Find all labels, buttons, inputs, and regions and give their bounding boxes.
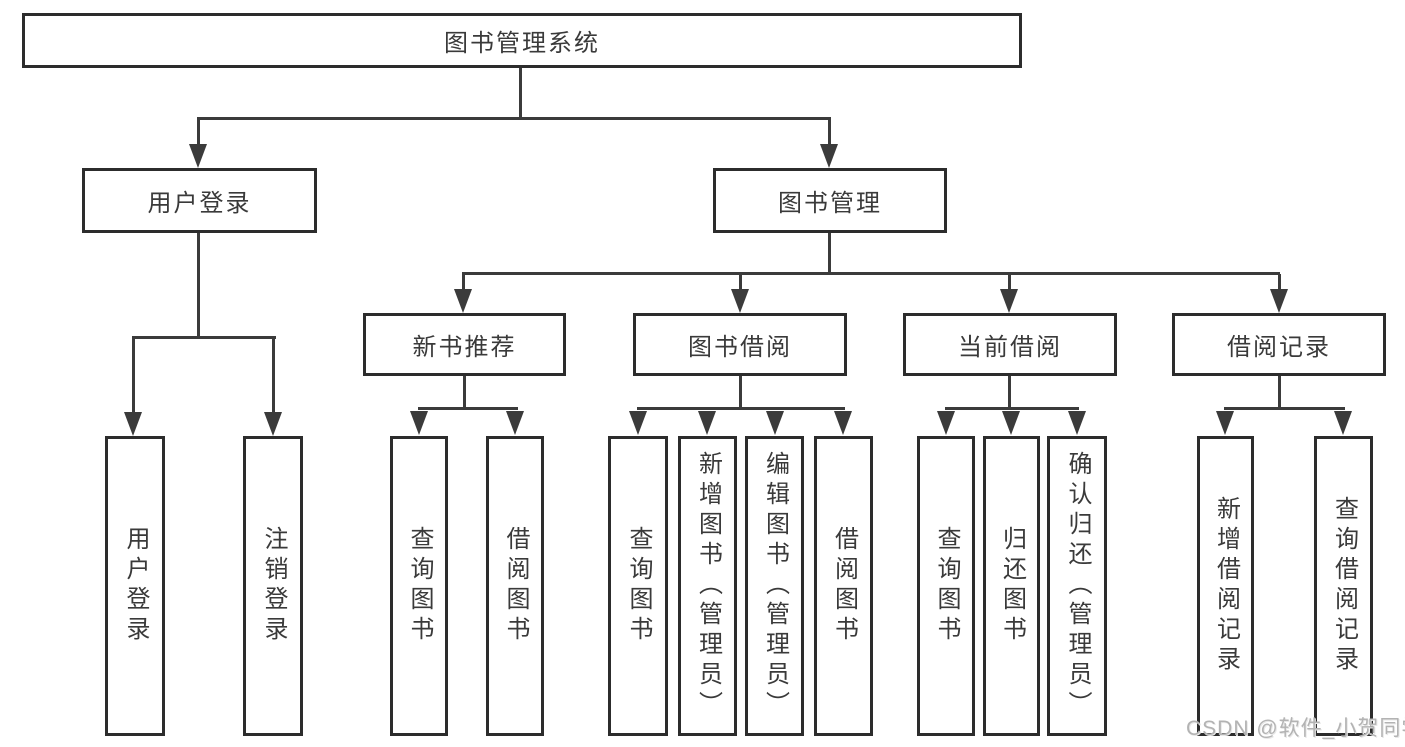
arrowhead-down bbox=[1068, 411, 1086, 435]
leaf-query-borrow-record: 查询借阅记录 bbox=[1314, 436, 1373, 736]
line-v bbox=[462, 274, 465, 290]
arrowhead-down bbox=[189, 144, 207, 168]
line-v bbox=[739, 274, 742, 290]
line-v bbox=[463, 376, 466, 409]
arrowhead-down bbox=[124, 412, 142, 436]
line-h bbox=[418, 407, 518, 410]
arrowhead-down bbox=[937, 411, 955, 435]
line-v bbox=[739, 376, 742, 409]
line-h bbox=[945, 407, 1079, 410]
line-v bbox=[519, 68, 522, 120]
leaf-query-books-borrow: 查询图书 bbox=[608, 436, 668, 736]
line-h bbox=[1224, 407, 1345, 410]
line-v bbox=[828, 233, 831, 274]
line-h bbox=[637, 407, 845, 410]
arrowhead-down bbox=[264, 412, 282, 436]
leaf-return-books: 归还图书 bbox=[983, 436, 1040, 736]
arrowhead-down bbox=[506, 411, 524, 435]
arrowhead-down bbox=[454, 289, 472, 313]
leaf-user-login: 用户登录 bbox=[105, 436, 165, 736]
line-h bbox=[197, 117, 831, 120]
arrowhead-down bbox=[629, 411, 647, 435]
line-h bbox=[462, 272, 1280, 275]
leaf-query-books-recommend: 查询图书 bbox=[390, 436, 448, 736]
node-current-borrow: 当前借阅 bbox=[903, 313, 1117, 376]
arrowhead-down bbox=[820, 144, 838, 168]
leaf-add-books-admin: 新增图书（管理员） bbox=[678, 436, 737, 736]
line-v bbox=[197, 233, 200, 338]
arrowhead-down bbox=[698, 411, 716, 435]
node-book-borrow: 图书借阅 bbox=[633, 313, 847, 376]
arrowhead-down bbox=[834, 411, 852, 435]
node-user-login: 用户登录 bbox=[82, 168, 317, 233]
arrowhead-down bbox=[1334, 411, 1352, 435]
leaf-query-books-current: 查询图书 bbox=[917, 436, 975, 736]
arrowhead-down bbox=[1270, 289, 1288, 313]
node-book-management: 图书管理 bbox=[713, 168, 947, 233]
leaf-logout: 注销登录 bbox=[243, 436, 303, 736]
arrowhead-down bbox=[410, 411, 428, 435]
leaf-add-borrow-record: 新增借阅记录 bbox=[1197, 436, 1254, 736]
leaf-borrow-books: 借阅图书 bbox=[814, 436, 873, 736]
line-v bbox=[1008, 376, 1011, 409]
line-v bbox=[1008, 274, 1011, 290]
arrowhead-down bbox=[1216, 411, 1234, 435]
line-v bbox=[1278, 274, 1281, 290]
line-h bbox=[132, 336, 276, 339]
line-v bbox=[828, 119, 831, 146]
arrowhead-down bbox=[1002, 411, 1020, 435]
arrowhead-down bbox=[1000, 289, 1018, 313]
leaf-edit-books-admin: 编辑图书（管理员） bbox=[745, 436, 804, 736]
arrowhead-down bbox=[731, 289, 749, 313]
line-v bbox=[197, 119, 200, 146]
arrowhead-down bbox=[766, 411, 784, 435]
leaf-confirm-return-admin: 确认归还（管理员） bbox=[1047, 436, 1107, 736]
watermark-text: CSDN @软件_小贺同学 bbox=[1186, 717, 1405, 740]
line-v bbox=[272, 338, 275, 413]
node-borrow-records: 借阅记录 bbox=[1172, 313, 1386, 376]
node-root: 图书管理系统 bbox=[22, 13, 1022, 68]
leaf-borrow-books-recommend: 借阅图书 bbox=[486, 436, 544, 736]
line-v bbox=[132, 338, 135, 413]
node-new-book-recommend: 新书推荐 bbox=[363, 313, 566, 376]
line-v bbox=[1278, 376, 1281, 409]
